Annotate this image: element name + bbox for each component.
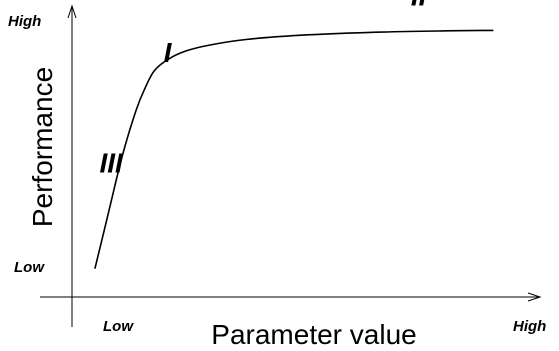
series-line-0 — [94, 29, 494, 269]
region-label-0: III — [100, 148, 125, 179]
region-label-1: I — [164, 37, 173, 68]
y-tick-high: High — [8, 13, 41, 30]
y-axis-label: Performance — [27, 67, 58, 227]
annotation-layer: IIIIII — [100, 0, 428, 179]
y-axis-arrow — [67, 4, 77, 19]
x-axis-arrow — [527, 292, 542, 302]
y-tick-low: Low — [14, 259, 45, 276]
x-tick-low: Low — [103, 318, 134, 335]
x-tick-high: High — [513, 318, 546, 335]
x-axis-label: Parameter value — [211, 319, 416, 350]
series-layer — [94, 29, 494, 269]
region-label-2: II — [411, 0, 428, 12]
